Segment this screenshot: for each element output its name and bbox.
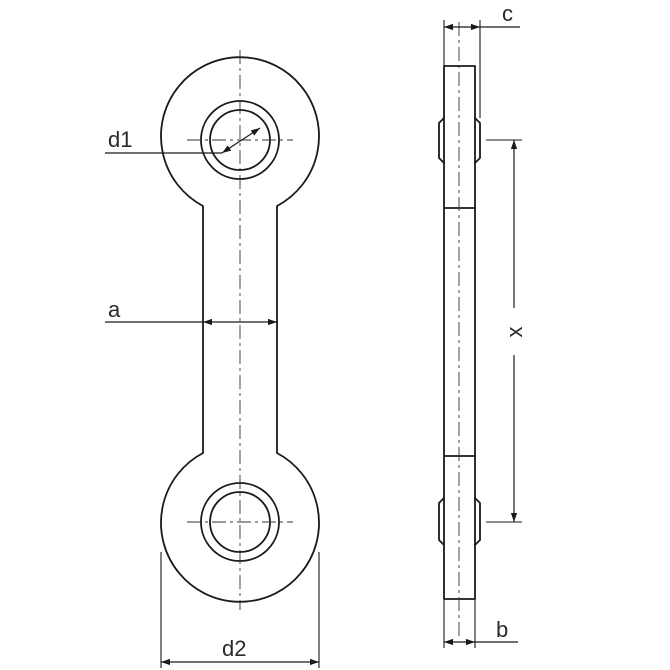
a-label: a [108, 297, 121, 322]
side-bottom-bore-bulge-right [474, 497, 481, 546]
d1-label: d1 [108, 127, 132, 152]
c-label: c [502, 1, 513, 26]
d2-label: d2 [222, 636, 246, 661]
front-view: d1 a d2 [105, 50, 320, 668]
side-bottom-bore-bulge-left [438, 497, 445, 546]
side-top-bore-bulge-left [438, 117, 445, 164]
d1-dimension-arrow [221, 127, 261, 154]
side-plate-body [443, 65, 476, 600]
side-top-bore-bulge-right [474, 117, 481, 164]
link-outline [160, 56, 320, 603]
b-label: b [496, 617, 508, 642]
side-view: c x b [438, 1, 527, 648]
x-label: x [502, 327, 527, 338]
